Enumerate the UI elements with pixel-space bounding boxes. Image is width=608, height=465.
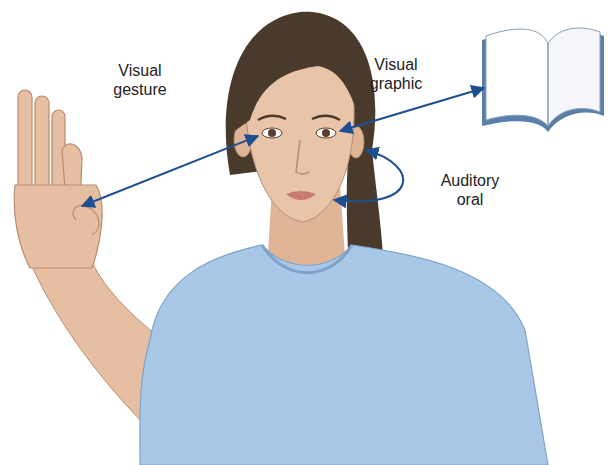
gesture-label: Visual gesture (101, 61, 179, 99)
auditory-label: Auditory oral (431, 171, 509, 209)
shirt (140, 245, 548, 465)
hair-front (235, 18, 364, 130)
eye (262, 128, 282, 138)
mouth (286, 191, 316, 200)
arrow-auditory-oral (334, 150, 403, 201)
brow (312, 116, 340, 120)
brow (258, 116, 286, 120)
collar (262, 245, 352, 273)
book (482, 28, 604, 132)
hand (14, 90, 102, 268)
pupil (268, 129, 276, 137)
arrow-visual-gesture (82, 136, 258, 206)
eye (316, 128, 336, 138)
pupil (322, 129, 330, 137)
arrow-visual-graphic (340, 88, 484, 131)
nose (296, 140, 309, 174)
graphic-label: Visual graphic (357, 55, 435, 93)
